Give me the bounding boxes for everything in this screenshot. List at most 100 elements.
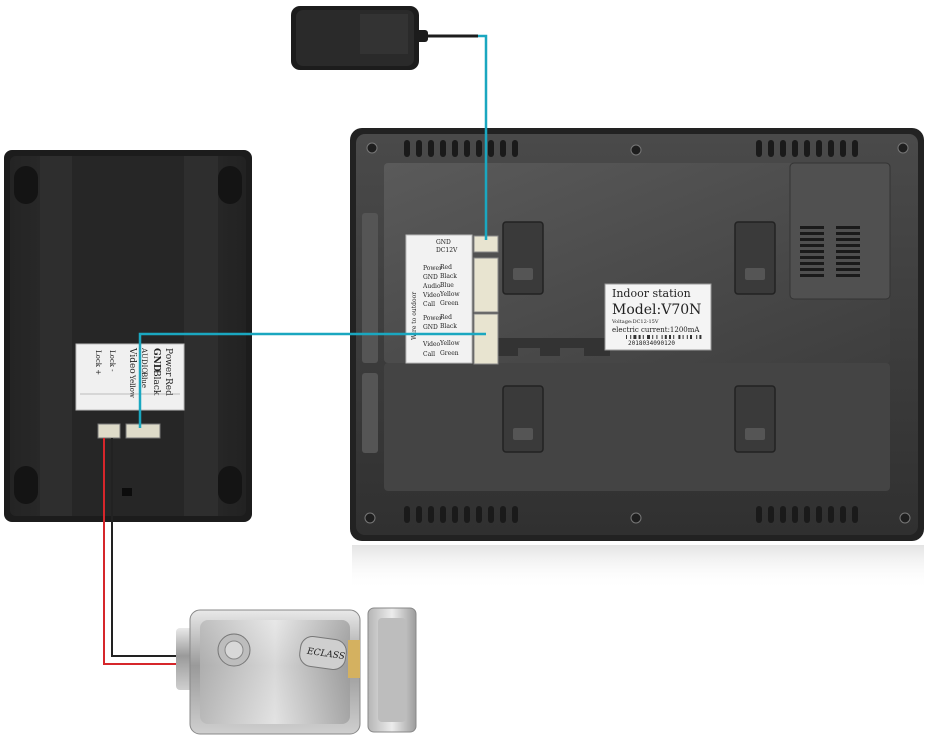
vent-slot: [804, 506, 810, 523]
vent-slot: [440, 506, 446, 523]
grille-slot: [800, 232, 824, 235]
barcode-bar: [664, 335, 667, 339]
vent-slot: [792, 506, 798, 523]
grille-slot: [836, 274, 860, 277]
vent-slot: [756, 506, 762, 523]
out-video: Video: [127, 347, 137, 374]
vent-slot: [416, 506, 422, 523]
barcode-bar: [626, 335, 627, 339]
out-gnd-color: Black: [151, 370, 161, 396]
grille-slot: [800, 256, 824, 259]
vent-slot: [816, 140, 822, 157]
vent-slot: [804, 140, 810, 157]
model-sticker: [604, 283, 712, 351]
grille-slot: [836, 226, 860, 229]
signal-connector: [125, 423, 161, 439]
label-call: Call: [423, 301, 435, 308]
barcode-bar: [678, 335, 681, 339]
power-cable: [478, 34, 488, 240]
vent-slot: [476, 140, 482, 157]
monitor-screws: [364, 142, 911, 524]
label-gnd2: GND: [423, 274, 438, 281]
vent-slot: [440, 140, 446, 157]
out-audio-color: Blue: [140, 372, 148, 388]
vent-slot: [852, 140, 858, 157]
sticker-serial: 2018034090120: [628, 340, 675, 347]
outdoor-mount-slots: [14, 166, 242, 504]
out-lock-plus: Lock +: [94, 350, 102, 375]
grille-slot: [836, 238, 860, 241]
vent-slot: [464, 506, 470, 523]
label-gnd-b: GND: [423, 324, 438, 331]
vent-slot: [780, 140, 786, 157]
vent-slot: [452, 506, 458, 523]
vent-slot: [428, 506, 434, 523]
barcode-bar: [661, 335, 663, 339]
label-video-b: Video: [422, 341, 441, 348]
outdoor-unit: Power Red GND Black AUDIO Blue Video Yel…: [4, 150, 252, 522]
barcode-bar: [669, 335, 671, 339]
sticker-title: Indoor station: [612, 287, 691, 300]
wire-red: Red: [440, 264, 452, 271]
grille-slot: [800, 250, 824, 253]
vent-slot: [404, 506, 410, 523]
electric-lock: ECLASS: [176, 607, 417, 735]
vent-slot: [416, 140, 422, 157]
lock-wire-black: [111, 438, 190, 657]
grille-slot: [800, 238, 824, 241]
sticker-voltage: Voltage:DC12-15V: [611, 319, 659, 325]
vent-slot: [452, 140, 458, 157]
signal-cable: [138, 332, 486, 428]
vent-slot: [768, 506, 774, 523]
vent-slot: [828, 140, 834, 157]
barcode-bar: [656, 335, 658, 339]
label-power: Power: [423, 265, 442, 272]
out-video-color: Yellow: [128, 374, 136, 398]
label-power-b: Power: [423, 315, 442, 322]
sticker-current: electric current:1200mA: [612, 326, 700, 334]
grille-slot: [800, 262, 824, 265]
vent-slot: [512, 506, 518, 523]
vent-slot: [840, 140, 846, 157]
vent-slot: [828, 506, 834, 523]
indoor-monitor: GND DC12V Power Red GND Black Audio Blue…: [350, 128, 924, 590]
sticker-model: Model:V70N: [612, 302, 701, 318]
wire-black: Black: [440, 273, 457, 280]
vent-slot: [488, 506, 494, 523]
label-call-b: Call: [423, 351, 435, 358]
label-dc: DC12V: [436, 247, 458, 254]
grille-slot: [836, 256, 860, 259]
vent-slot: [500, 506, 506, 523]
vent-slot: [476, 506, 482, 523]
terminal-label-panel: [405, 234, 473, 364]
vent-slot: [500, 140, 506, 157]
barcode-bar: [699, 335, 702, 339]
grille-slot: [800, 274, 824, 277]
wire-red-b: Red: [440, 314, 452, 321]
label-audio: Audio: [422, 283, 441, 290]
vent-slot: [512, 140, 518, 157]
vent-slot: [816, 506, 822, 523]
out-audio: AUDIO: [140, 347, 148, 373]
vent-slot: [792, 140, 798, 157]
wire-yellow-b: Yellow: [439, 340, 460, 347]
grille-slot: [836, 262, 860, 265]
out-power-color: Red: [163, 378, 173, 396]
vent-slot: [768, 140, 774, 157]
outdoor-labels: Power Red GND Black AUDIO Blue Video Yel…: [94, 347, 173, 398]
grille-slot: [800, 268, 824, 271]
barcode-bar: [673, 335, 675, 339]
side-text: Wire to outdoor: [411, 292, 418, 340]
barcode-bar: [682, 335, 684, 339]
vent-slot: [852, 506, 858, 523]
wire-black-b: Black: [440, 323, 457, 330]
grille-slot: [800, 226, 824, 229]
barcode-bar: [638, 335, 641, 339]
monitor-connectors: [473, 235, 499, 365]
out-gnd: GND: [151, 348, 161, 372]
center-bracket: [498, 338, 610, 356]
wire-blue: Blue: [440, 282, 454, 289]
hook-holes: [513, 268, 765, 440]
barcode-bar: [630, 335, 632, 339]
